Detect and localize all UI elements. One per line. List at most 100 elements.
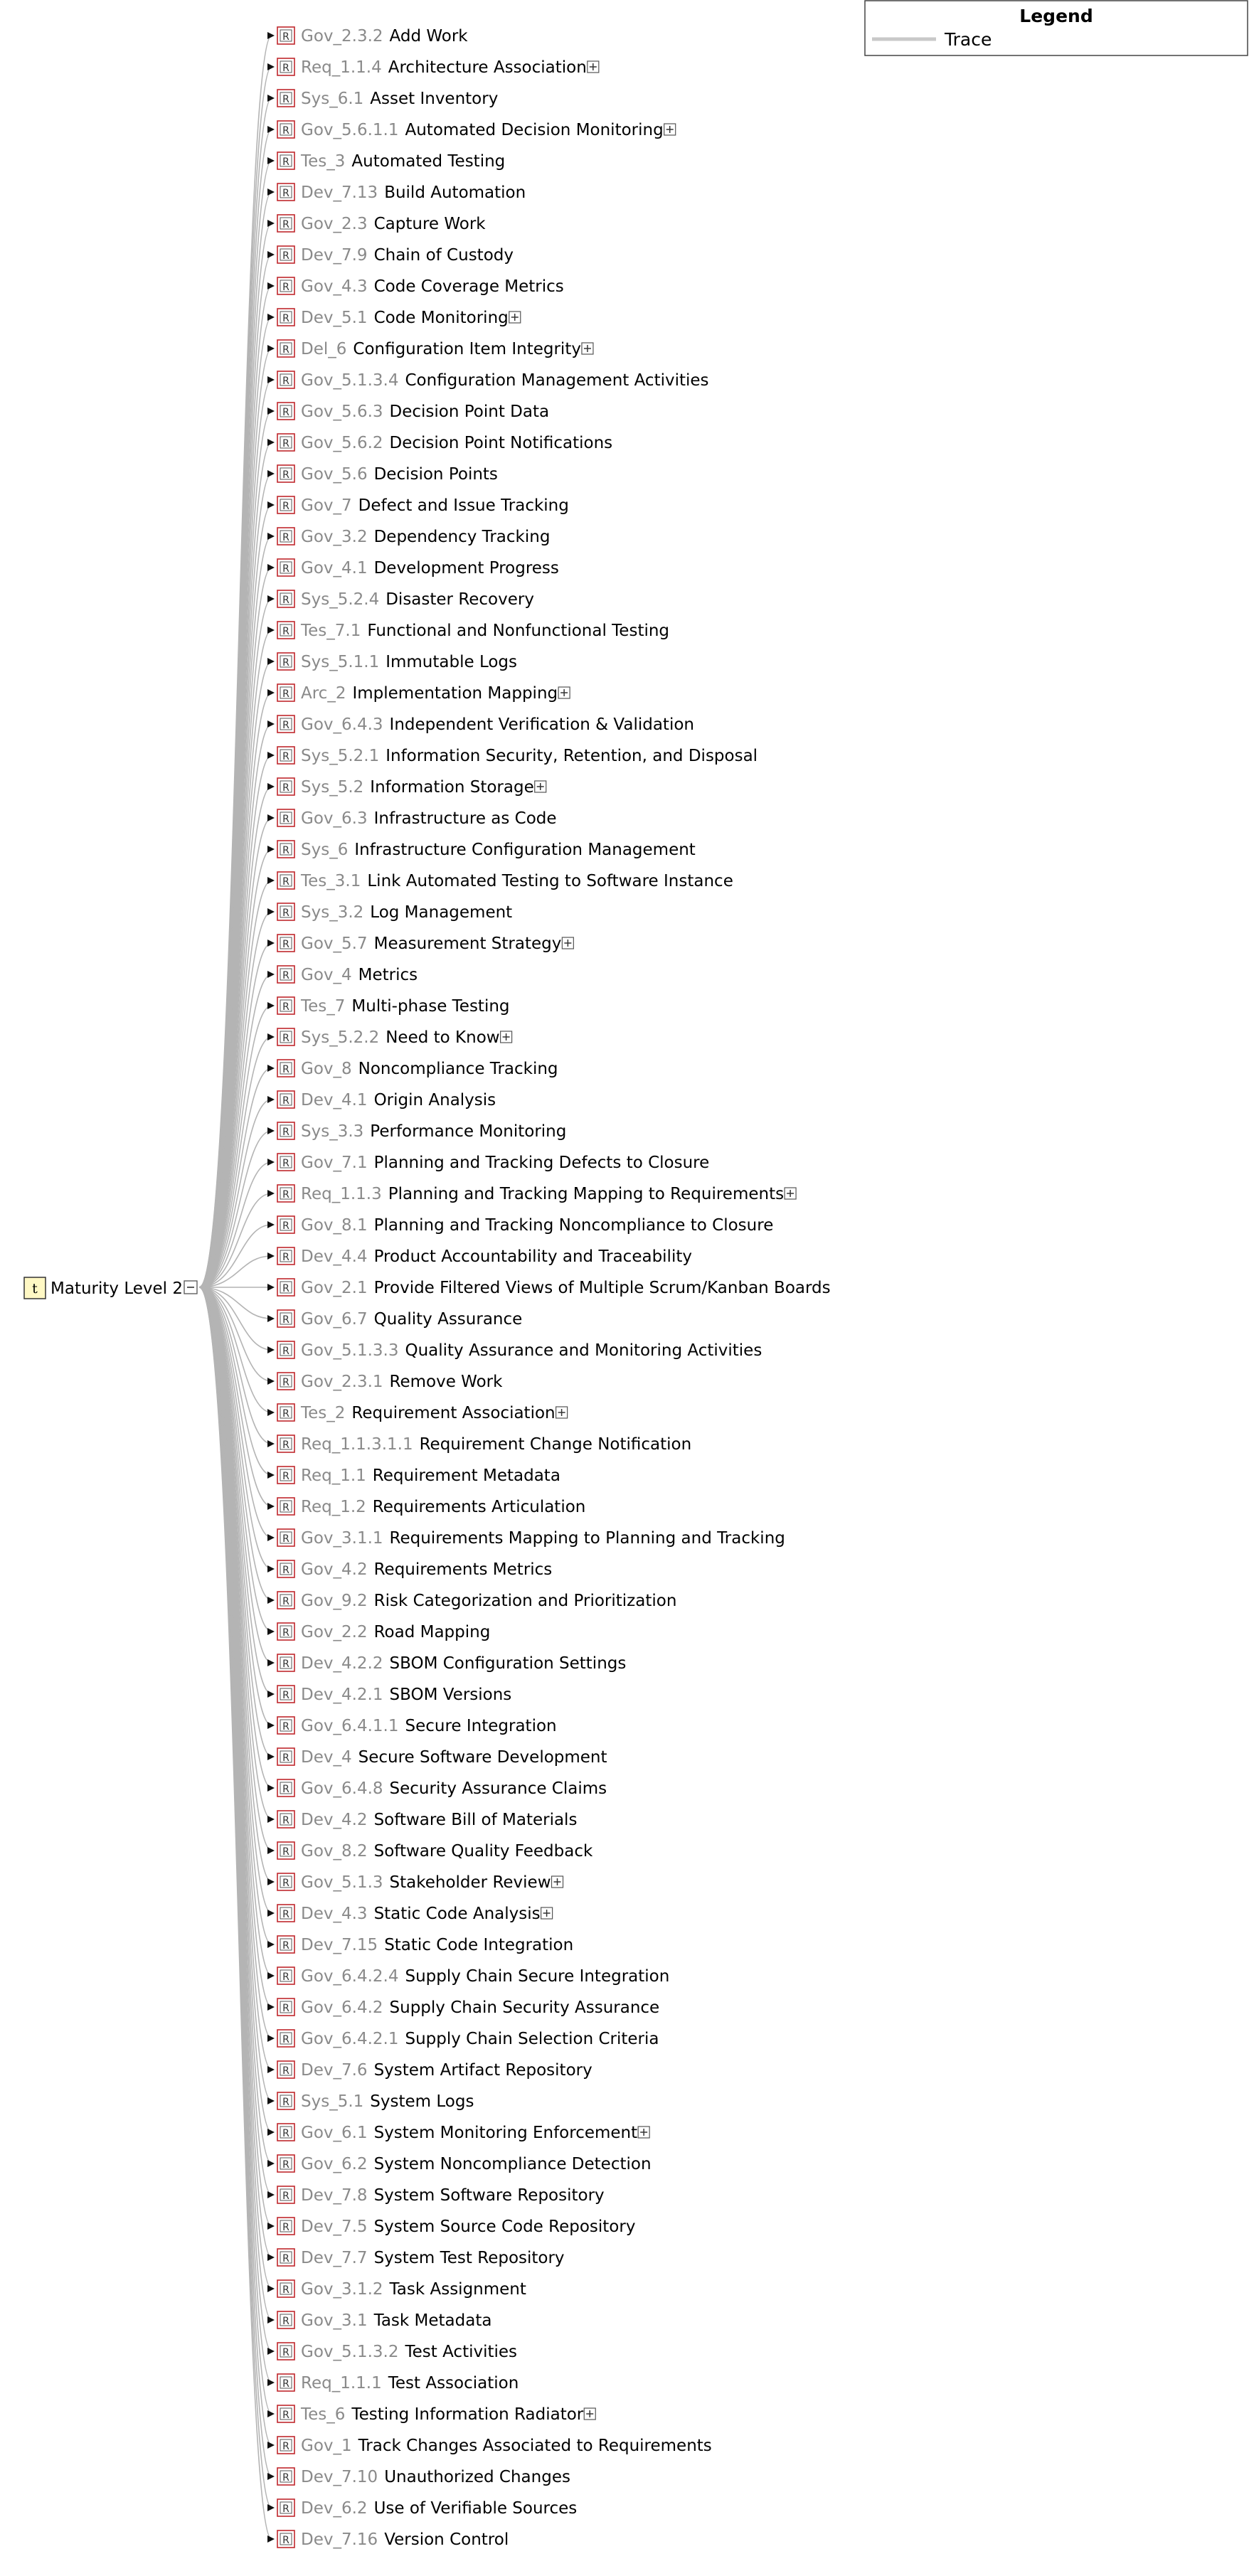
requirement-name: Test Activities xyxy=(404,2343,517,2361)
expand-icon[interactable] xyxy=(583,2407,596,2420)
expand-icon[interactable] xyxy=(499,1031,513,1043)
expand-icon[interactable] xyxy=(534,780,547,793)
expand-icon[interactable] xyxy=(664,123,676,136)
expand-icon[interactable] xyxy=(561,937,574,949)
expand-icon[interactable] xyxy=(556,1406,568,1419)
expand-icon[interactable] xyxy=(541,1907,553,1920)
expand-icon[interactable] xyxy=(784,1187,797,1200)
expand-icon[interactable] xyxy=(551,1875,564,1888)
requirement-icon-inner xyxy=(280,1500,292,1513)
expand-icon[interactable] xyxy=(581,342,594,355)
expand-icon[interactable] xyxy=(637,2126,650,2139)
expand-icon[interactable] xyxy=(587,60,600,73)
expand-icon[interactable] xyxy=(509,311,521,324)
root-node[interactable]: t Maturity Level 2 xyxy=(23,1277,198,1299)
requirement-icon-inner xyxy=(280,624,292,637)
expand-icon[interactable] xyxy=(558,686,570,699)
